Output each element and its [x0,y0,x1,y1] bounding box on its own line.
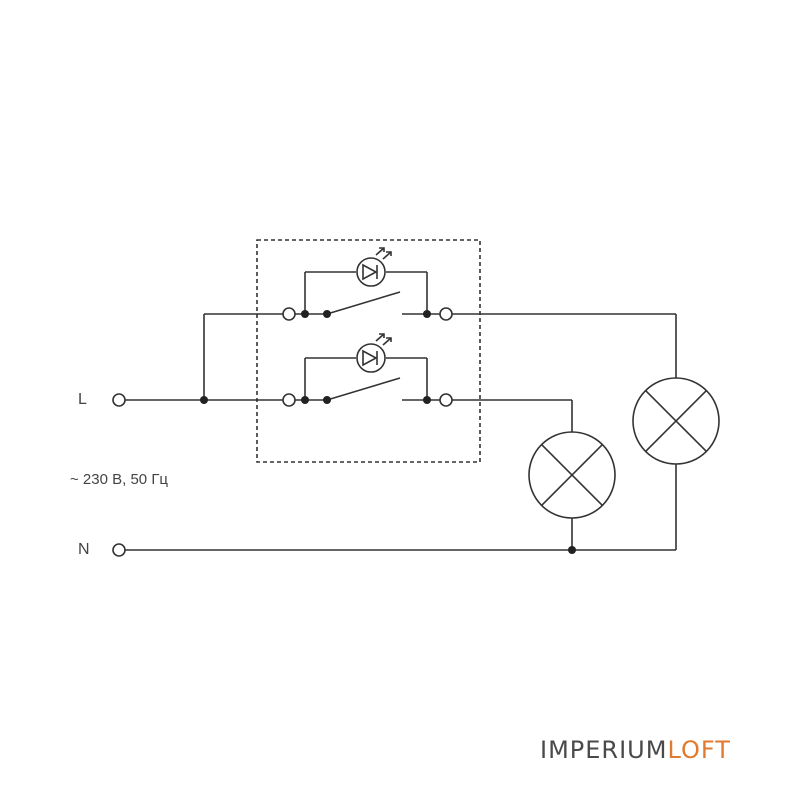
brand-name-part2: LOFT [667,736,731,764]
led-icon [356,247,392,287]
junction-dot [200,396,208,404]
switch-terminal [439,393,453,407]
junction-dot [301,396,309,404]
switch-housing [256,239,481,463]
junction-dot [323,310,331,318]
junction-dot [423,396,431,404]
junction-dot [568,546,576,554]
switch-terminal [282,307,296,321]
switch-terminal [282,393,296,407]
switch-channel-2 [295,357,440,401]
lamp-1-icon [528,431,616,519]
brand-name-part1: IMPERIUM [540,736,668,764]
junction-dot [423,310,431,318]
switch-terminal [439,307,453,321]
switch-channel-1 [295,271,440,315]
junction-dot [301,310,309,318]
lamp-2-icon [632,377,720,465]
supply-label: ~ 230 В, 50 Гц [70,471,169,488]
neutral-label: N [78,541,90,558]
brand-logo: IMPERIUMLOFT [540,738,731,762]
junction-dot [323,396,331,404]
neutral-terminal [112,543,126,557]
led-icon [356,333,392,373]
live-terminal [112,393,126,407]
live-label: L [78,391,87,408]
